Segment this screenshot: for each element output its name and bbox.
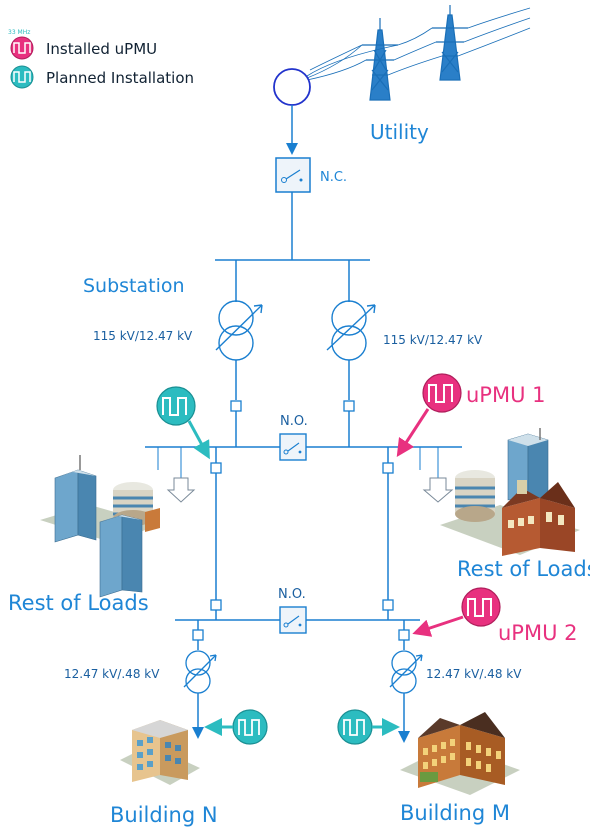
breaker-box [382, 599, 394, 611]
substation-label: Substation [83, 275, 185, 297]
transformer-n-label: 12.47 kV/.48 kV [64, 667, 160, 681]
breaker-box [210, 599, 222, 611]
utility-source-icon [273, 68, 311, 106]
nc-label: N.C. [320, 170, 347, 185]
planned-upmu-building-m-icon [337, 709, 400, 745]
breaker-box [343, 400, 355, 412]
normally-closed-switch-icon [275, 157, 311, 193]
legend-tiny-text: 33 MHz [8, 29, 30, 36]
transformer-left-label: 115 kV/12.47 kV [93, 329, 193, 343]
transformer-right-icon [326, 300, 376, 361]
breaker-box [398, 629, 410, 641]
load-arrows-left-icon [157, 447, 196, 503]
rest-of-loads-right-buildings-icon [440, 428, 580, 556]
upmu-1-label: uPMU 1 [466, 383, 546, 407]
legend: 33 MHz Installed uPMU Planned Installati… [8, 29, 194, 89]
breaker-box [192, 629, 204, 641]
no-bottom-label: N.O. [278, 587, 306, 602]
building-m-icon [400, 712, 520, 795]
legend-planned-label: Planned Installation [46, 69, 194, 87]
planned-installation-legend-icon [10, 65, 34, 89]
transformer-n-icon [183, 650, 217, 694]
building-n-label: Building N [110, 803, 218, 827]
rest-of-loads-left-label: Rest of Loads [8, 591, 149, 615]
transformer-m-label: 12.47 kV/.48 kV [426, 667, 522, 681]
breaker-box [230, 400, 242, 412]
load-arrows-right-icon [419, 447, 454, 503]
building-n-icon [120, 720, 200, 785]
legend-installed-label: Installed uPMU [46, 40, 157, 58]
transformer-m-icon [389, 650, 423, 694]
upmu-1-icon [396, 373, 462, 458]
transformer-right-label: 115 kV/12.47 kV [383, 333, 483, 347]
transmission-towers-icon [306, 5, 531, 101]
normally-open-switch-bottom-icon [279, 606, 307, 634]
no-top-label: N.O. [280, 414, 308, 429]
rest-of-loads-right-label: Rest of Loads [457, 557, 590, 581]
installed-upmu-legend-icon [10, 36, 34, 60]
planned-upmu-top-left-icon [156, 386, 210, 460]
transformer-left-icon [215, 300, 263, 361]
rest-of-loads-left-buildings-icon [40, 455, 160, 598]
planned-upmu-building-n-icon [204, 709, 268, 745]
upmu-2-label: uPMU 2 [498, 621, 578, 645]
building-m-label: Building M [400, 801, 510, 825]
breaker-box [382, 462, 394, 474]
utility-source [273, 68, 311, 106]
breaker-box [210, 462, 222, 474]
upmu-2-icon [412, 587, 501, 637]
utility-label: Utility [370, 120, 429, 144]
normally-open-switch-top-icon [279, 433, 307, 461]
